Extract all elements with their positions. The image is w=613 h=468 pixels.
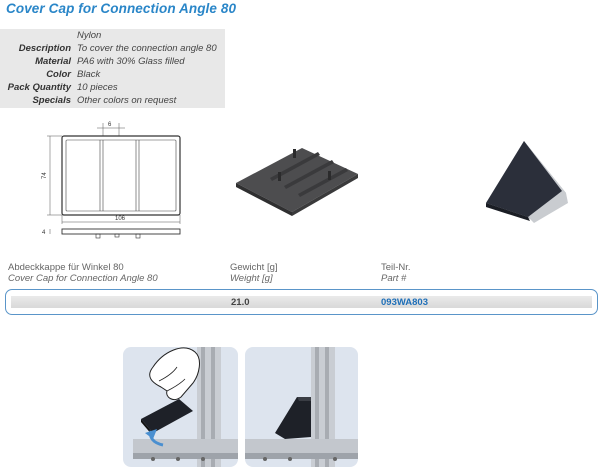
spec-label: Description (18, 43, 71, 54)
spec-table: Nylon Description To cover the connectio… (0, 29, 225, 108)
table-row: 21.0 093WA803 (5, 289, 598, 315)
spec-value: Other colors on request (77, 95, 177, 106)
installation-step-1-image (123, 347, 238, 467)
spec-label: Pack Quantity (7, 82, 71, 93)
spec-value: PA6 with 30% Glass filled (77, 56, 185, 67)
header-en: Cover Cap for Connection Angle 80 (8, 273, 158, 284)
header-en: Weight [g] (230, 273, 273, 284)
part-underside-photo (236, 148, 358, 216)
spec-value: Nylon (77, 30, 102, 41)
technical-drawing: 6 74 106 4 (42, 122, 181, 239)
header-description: Abdeckkappe für Winkel 80 Cover Cap for … (8, 262, 158, 284)
header-de: Teil-Nr. (381, 262, 411, 273)
spec-row: Specials Other colors on request (0, 95, 225, 108)
spec-row: Material PA6 with 30% Glass filled (0, 56, 225, 69)
header-en: Part # (381, 273, 407, 284)
header-de: Gewicht [g] (230, 262, 278, 273)
row-background (11, 296, 592, 308)
cover-cap-photo (486, 141, 568, 223)
installation-step-2-image (245, 347, 358, 467)
spec-row: Color Black (0, 69, 225, 82)
header-weight: Gewicht [g] Weight [g] (230, 262, 278, 284)
part-number-link[interactable]: 093WA803 (381, 297, 429, 308)
dim-side-label: 4 (42, 230, 46, 236)
spec-value: To cover the connection angle 80 (77, 43, 217, 54)
header-de: Abdeckkappe für Winkel 80 (8, 262, 124, 273)
spec-value: 10 pieces (77, 82, 118, 93)
dim-width-label: 106 (115, 216, 126, 222)
spec-value: Black (77, 69, 101, 80)
spec-row: Description To cover the connection angl… (0, 43, 225, 56)
product-title: Cover Cap for Connection Angle 80 (6, 1, 237, 16)
dim-height-label: 74 (42, 172, 48, 179)
weight-cell: 21.0 (231, 297, 250, 308)
dim-top-label: 6 (108, 122, 112, 128)
header-part: Teil-Nr. Part # (381, 262, 411, 284)
spec-label: Specials (32, 95, 71, 106)
spec-row: Pack Quantity 10 pieces (0, 82, 225, 95)
spec-label: Color (46, 69, 71, 80)
spec-label: Material (35, 56, 71, 67)
spec-row: Nylon (0, 30, 225, 43)
